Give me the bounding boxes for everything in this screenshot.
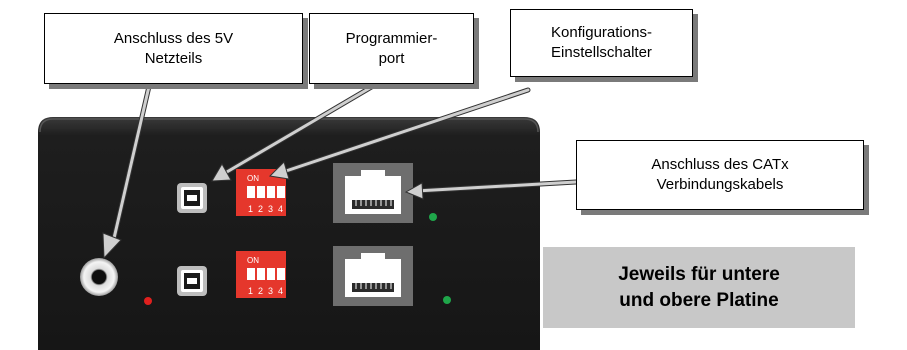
arrow-catx bbox=[404, 179, 579, 200]
dip-number-4-top: 4 bbox=[278, 204, 283, 214]
device-panel bbox=[38, 117, 540, 350]
rj45-port-bottom bbox=[333, 246, 413, 306]
callout-config-switch-text: Konfigurations- Einstellschalter bbox=[551, 24, 652, 61]
arrow-power bbox=[102, 79, 153, 260]
power-jack bbox=[80, 258, 118, 296]
callout-catx-cable: Anschluss des CATx Verbindungskabels bbox=[576, 140, 864, 210]
callout-power-supply: Anschluss des 5V Netzteils bbox=[44, 13, 303, 84]
dip-on-label-bottom: ON bbox=[247, 256, 259, 265]
info-panel-text: Jeweils für untere und obere Platine bbox=[618, 263, 780, 311]
dip-number-2-top: 2 bbox=[258, 204, 263, 214]
dip-number-2-bottom: 2 bbox=[258, 286, 263, 296]
rj45-port-top bbox=[333, 163, 413, 223]
dip-on-label-top: ON bbox=[247, 174, 259, 183]
dip-number-3-bottom: 3 bbox=[268, 286, 273, 296]
usb-port-top bbox=[177, 183, 207, 213]
link-led-green-bottom bbox=[443, 296, 451, 304]
info-panel: Jeweils für untere und obere Platine bbox=[543, 247, 855, 328]
dip-switch-bottom: ON 1 2 3 4 bbox=[236, 251, 286, 298]
dip-number-1-bottom: 1 bbox=[248, 286, 253, 296]
arrow-prog bbox=[211, 79, 383, 182]
callout-programming-port-text: Programmier- port bbox=[345, 29, 438, 67]
dip-number-3-top: 3 bbox=[268, 204, 273, 214]
dip-number-4-bottom: 4 bbox=[278, 286, 283, 296]
dip-number-1-top: 1 bbox=[248, 204, 253, 214]
callout-catx-cable-text: Anschluss des CATx Verbindungskabels bbox=[651, 156, 789, 193]
callout-programming-port: Programmier- port bbox=[309, 13, 474, 84]
power-led-red bbox=[144, 297, 152, 305]
callout-power-supply-text: Anschluss des 5V Netzteils bbox=[113, 29, 234, 67]
link-led-green-top bbox=[429, 213, 437, 221]
arrow-config bbox=[268, 87, 531, 180]
usb-port-bottom bbox=[177, 266, 207, 296]
callout-config-switch: Konfigurations- Einstellschalter bbox=[510, 9, 693, 77]
